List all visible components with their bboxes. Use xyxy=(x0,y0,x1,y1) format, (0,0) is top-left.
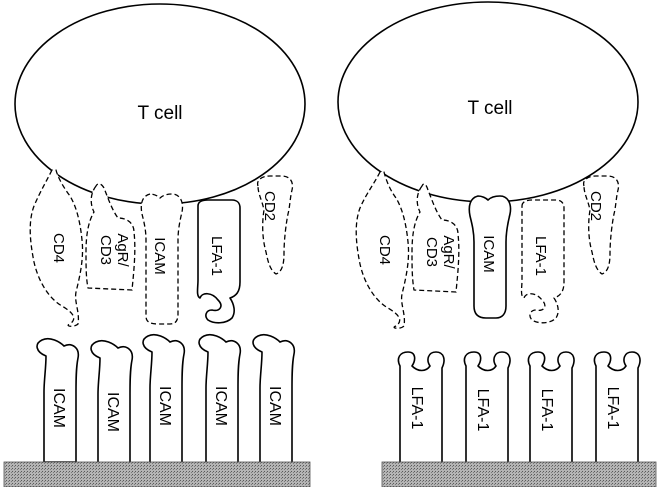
icam-label-left: ICAM xyxy=(151,237,168,275)
cd2-label-left: CD2 xyxy=(261,191,278,221)
cd2-molecule-right: CD2 xyxy=(584,176,619,274)
agr-cd3-label-left: AgR/ CD3 xyxy=(97,233,131,267)
svg-text:LFA-1: LFA-1 xyxy=(538,389,555,432)
substrate-lfa1-4: LFA-1 xyxy=(594,352,640,464)
substrate-icam-1: ICAM xyxy=(37,339,78,462)
svg-text:ICAM: ICAM xyxy=(156,386,173,426)
icam-molecule-right: ICAM xyxy=(469,196,510,318)
cd2-molecule-left: CD2 xyxy=(258,176,293,274)
substrate-icam-4: ICAM xyxy=(199,335,240,472)
svg-text:CD3: CD3 xyxy=(423,237,440,267)
lfa1-label-right: LFA-1 xyxy=(532,236,549,276)
svg-text:AgR/: AgR/ xyxy=(114,233,131,267)
svg-text:LFA-1: LFA-1 xyxy=(408,387,425,430)
lfa1-molecule-right: LFA-1 xyxy=(522,200,565,323)
t-cell-label-right: T cell xyxy=(467,98,512,119)
svg-text:ICAM: ICAM xyxy=(212,386,229,426)
substrate-molecules-right: LFA-1 LFA-1 LFA-1 LFA-1 xyxy=(398,352,640,468)
svg-text:ICAM: ICAM xyxy=(50,388,67,428)
icam-molecule-left: ICAM xyxy=(141,194,182,324)
cd4-label-right: CD4 xyxy=(376,235,393,265)
substrate-icam-2: ICAM xyxy=(91,341,132,474)
cd4-molecule-right: CD4 xyxy=(356,172,408,328)
svg-text:ICAM: ICAM xyxy=(104,392,121,432)
agr-cd3-label-right: AgR/ CD3 xyxy=(423,235,457,269)
substrate-icam-3: ICAM xyxy=(143,335,184,468)
svg-text:LFA-1: LFA-1 xyxy=(474,389,491,432)
cd4-label-left: CD4 xyxy=(50,233,67,263)
substrate-surface-left xyxy=(4,462,310,487)
svg-text:CD3: CD3 xyxy=(97,235,114,265)
right-panel: T cell CD4 AgR/ CD3 ICAM LFA-1 xyxy=(338,2,656,487)
t-cell-left: T cell xyxy=(15,4,305,204)
left-panel: T cell CD4 AgR/ CD3 ICAM LFA-1 xyxy=(4,4,310,487)
icam-label-right: ICAM xyxy=(480,235,497,273)
substrate-icam-5: ICAM xyxy=(253,335,294,468)
svg-text:AgR/: AgR/ xyxy=(440,235,457,269)
cd4-molecule-left: CD4 xyxy=(30,170,82,326)
svg-text:LFA-1: LFA-1 xyxy=(604,387,621,430)
lfa1-molecule-left: LFA-1 xyxy=(198,200,241,323)
substrate-molecules-left: ICAM ICAM ICAM ICAM ICAM xyxy=(37,335,294,474)
substrate-lfa1-2: LFA-1 xyxy=(464,352,510,468)
t-cell-label-left: T cell xyxy=(137,103,182,124)
substrate-lfa1-1: LFA-1 xyxy=(398,352,444,464)
cd2-label-right: CD2 xyxy=(587,191,604,221)
substrate-surface-right xyxy=(382,462,656,487)
agr-cd3-molecule-right: AgR/ CD3 xyxy=(412,184,459,292)
svg-text:ICAM: ICAM xyxy=(266,386,283,426)
substrate-lfa1-3: LFA-1 xyxy=(528,352,574,466)
lfa1-label-left: LFA-1 xyxy=(208,236,225,276)
